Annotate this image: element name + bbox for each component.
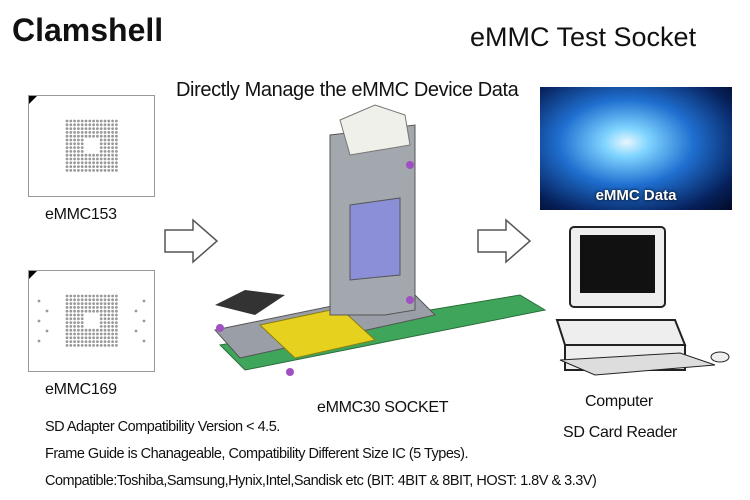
chip-emmc169-diagram [28,270,155,372]
note-frame-guide: Frame Guide is Chanageable, Compatibilit… [45,446,469,462]
ball-grid-153 [65,119,118,172]
chip-label-emmc153: eMMC153 [45,206,117,223]
chip-emmc153-diagram [28,95,155,197]
arrow-right-icon [477,218,532,264]
lid-window [349,197,401,281]
socket-illustration [214,104,547,376]
lid-latch [339,104,411,156]
socket-label: eMMC30 SOCKET [317,399,449,416]
headline: Directly Manage the eMMC Device Data [176,79,519,101]
ball-grid-169 [37,294,146,347]
product-name: eMMC Test Socket [470,22,697,52]
data-image-label: eMMC Data [595,187,677,204]
arrow-right-icon [164,218,219,264]
contact-pad [258,307,377,359]
emmc-data-image: eMMC Data [540,87,732,210]
computer-icon [555,226,730,376]
chip-label-emmc169: eMMC169 [45,381,117,398]
pin1-marker [29,271,37,279]
pin1-marker [29,96,37,104]
emmc-chip [215,290,285,315]
sd-card-reader-label: SD Card Reader [563,424,678,441]
page-title: Clamshell [12,12,164,48]
note-sd-adapter: SD Adapter Compatibility Version < 4.5. [45,419,280,435]
computer-label: Computer [585,393,653,410]
note-compatible: Compatible:Toshiba,Samsung,Hynix,Intel,S… [45,473,597,489]
